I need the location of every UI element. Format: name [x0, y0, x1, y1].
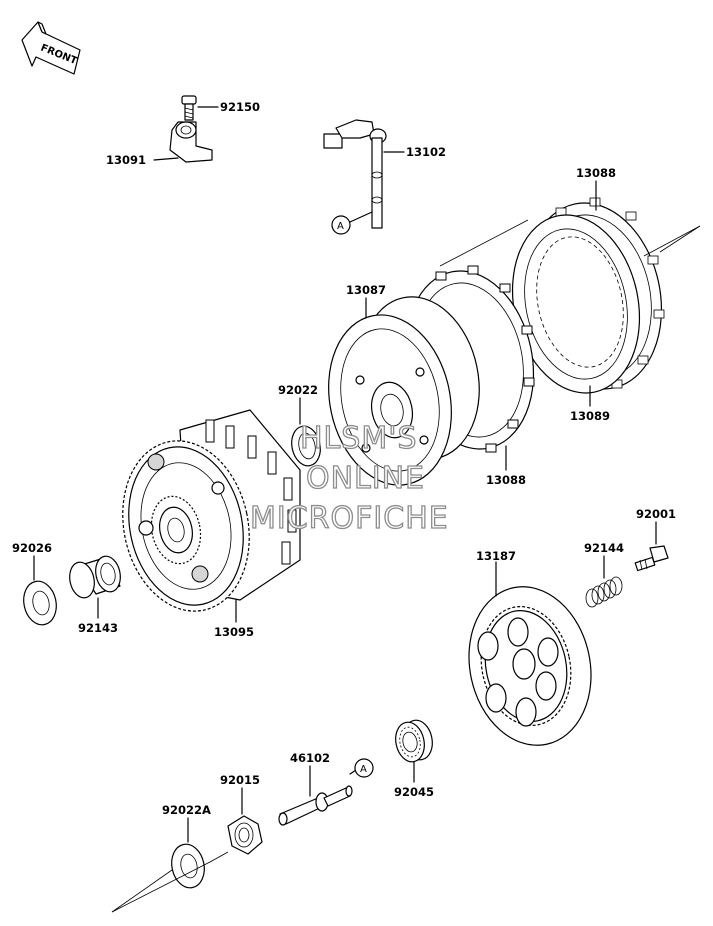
- part-label-13187: 13187: [476, 549, 516, 563]
- part-label-92150: 92150: [220, 100, 260, 114]
- part-13087-clutch-hub: [328, 296, 480, 486]
- watermark-line-3: MICROFICHE: [250, 501, 449, 536]
- front-arrow-icon: FRONT: [21, 21, 81, 75]
- part-label-92015: 92015: [220, 773, 260, 787]
- part-label-13087: 13087: [346, 283, 386, 297]
- watermark-line-2: ONLINE: [306, 461, 425, 496]
- part-92150-bolt: [181, 95, 197, 121]
- part-label-13089: 13089: [570, 409, 610, 423]
- part-label-92026: 92026: [12, 541, 52, 555]
- svg-text:A: A: [337, 221, 344, 232]
- part-13187-pressure-plate: [468, 586, 592, 746]
- part-46102-push-rod: [278, 785, 353, 826]
- part-92001-bolt: [634, 545, 669, 572]
- part-label-92143: 92143: [78, 621, 118, 635]
- part-92144-spring: [585, 576, 623, 608]
- part-92015-nut: [227, 815, 263, 855]
- part-label-13088-bottom: 13088: [486, 473, 526, 487]
- part-label-13091: 13091: [106, 153, 146, 167]
- watermark-line-1: HLSM'S: [300, 421, 418, 456]
- leader-13091: [153, 157, 179, 161]
- connector-marker-a-top: A: [331, 211, 373, 235]
- part-label-92022: 92022: [278, 383, 318, 397]
- connector-marker-a-bottom: A: [349, 758, 374, 778]
- stack-guide-line-right: [643, 225, 701, 257]
- part-label-46102: 46102: [290, 751, 330, 765]
- part-13095-clutch-housing: [122, 409, 301, 612]
- part-label-92045: 92045: [394, 785, 434, 799]
- part-13091-bracket: [169, 121, 213, 163]
- part-label-13102: 13102: [406, 145, 446, 159]
- part-label-13095: 13095: [214, 625, 254, 639]
- watermark: HLSM'S ONLINE MICROFICHE: [249, 420, 449, 536]
- part-label-92144: 92144: [584, 541, 624, 555]
- part-13089-steel-plate: [511, 214, 641, 394]
- part-label-13088-top: 13088: [576, 166, 616, 180]
- part-92026-washer: [23, 580, 57, 626]
- part-92143-collar: [69, 555, 121, 599]
- part-92022A-washer: [171, 843, 205, 889]
- svg-text:A: A: [360, 764, 367, 775]
- part-label-92001: 92001: [636, 507, 676, 521]
- part-label-92022A: 92022A: [162, 803, 211, 817]
- stack-guide-line-top: [439, 219, 529, 267]
- assembly-axis-line-bottom: [111, 861, 211, 913]
- part-13102-push-lever: [323, 119, 387, 229]
- part-92045-bearing: [395, 719, 433, 763]
- part-92022-washer: [291, 425, 321, 467]
